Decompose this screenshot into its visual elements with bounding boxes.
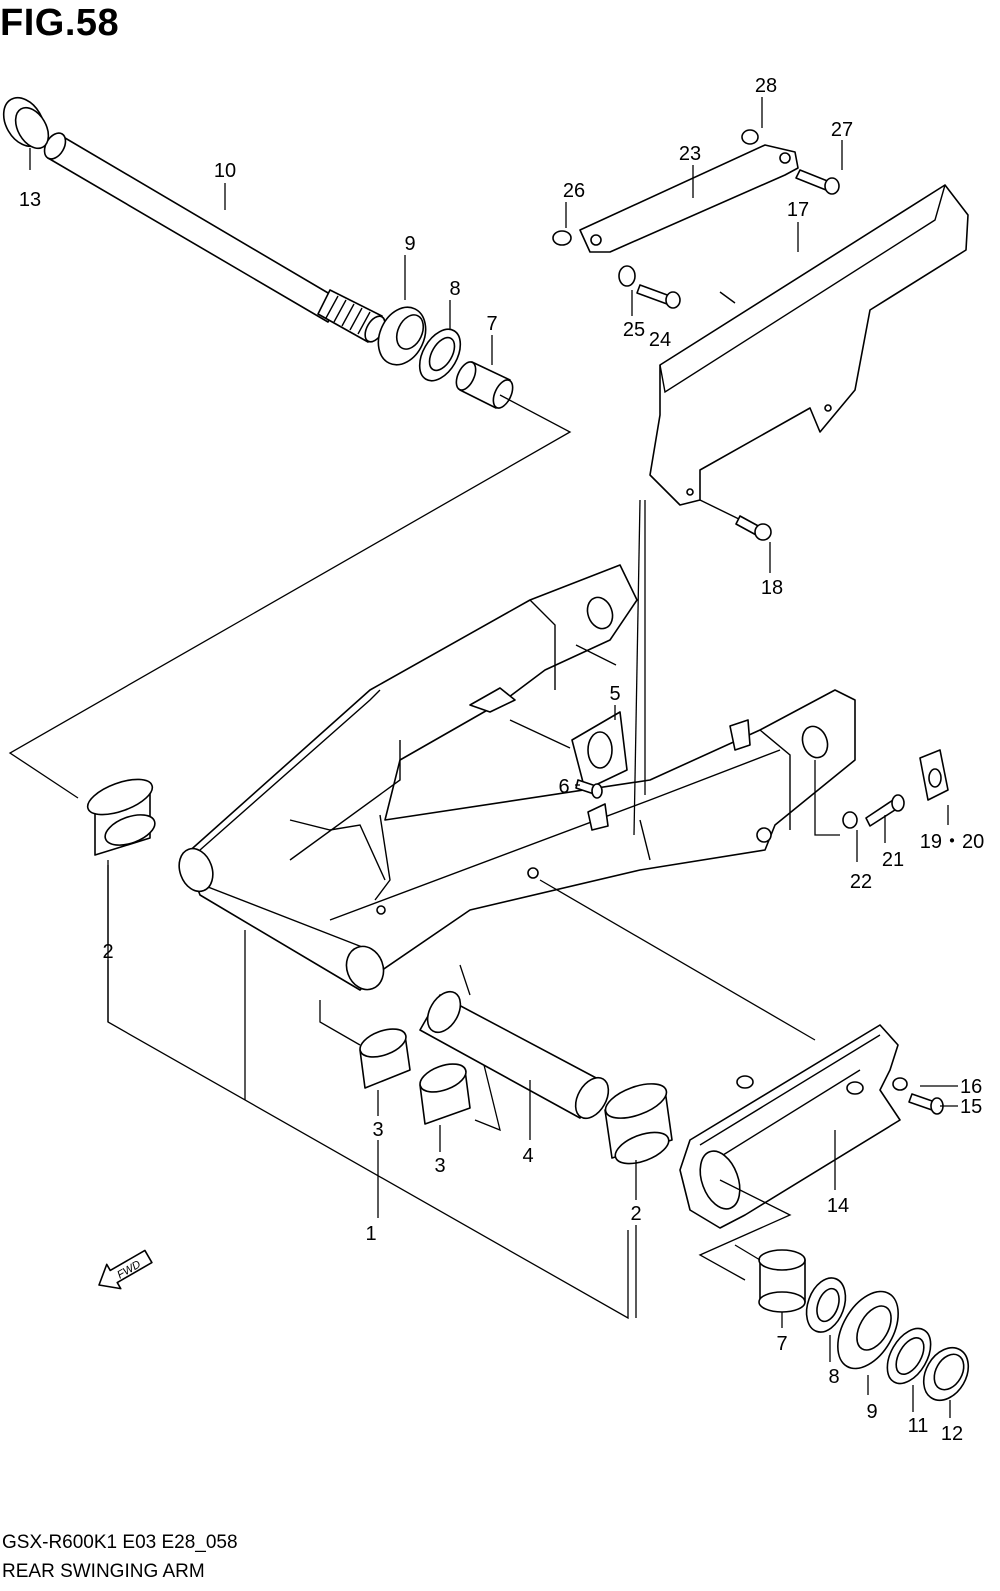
shaft-4	[419, 990, 610, 1120]
label-part-23: 23	[679, 143, 701, 165]
spacer-upper	[455, 361, 514, 409]
label-part-7: 7	[776, 1333, 787, 1355]
washer-11	[886, 1327, 932, 1385]
fwd-text: FWD	[115, 1258, 143, 1281]
plate-5	[571, 711, 628, 791]
label-part-8: 8	[828, 1366, 839, 1388]
spacer-lower	[758, 1249, 806, 1313]
chain-buffer	[679, 1024, 901, 1229]
label-part-17: 17	[787, 199, 809, 221]
label-part-3: 3	[372, 1119, 383, 1141]
label-part-5: 5	[609, 683, 620, 705]
diagram-footer: GSX-R600K1 E03 E28_058 REAR SWINGING ARM	[2, 1528, 238, 1586]
label-part-10: 10	[214, 160, 236, 182]
bolt-21	[865, 794, 905, 827]
nut-28	[741, 129, 759, 145]
label-part-15: 15	[960, 1096, 982, 1118]
label-part-28: 28	[755, 75, 777, 97]
washer-upper	[418, 328, 462, 382]
leader-lines	[29, 97, 958, 1418]
figure-title: FIG.58	[0, 2, 120, 44]
label-part-12: 12	[941, 1423, 963, 1445]
label-part-9: 9	[866, 1401, 877, 1423]
label-part-3: 3	[434, 1155, 445, 1177]
washer-25	[618, 265, 636, 287]
block-19-20	[919, 749, 949, 801]
pivot-shaft	[43, 132, 386, 343]
label-part-24: 24	[649, 329, 671, 351]
bushing-3-a	[359, 1028, 411, 1089]
washer-16	[892, 1077, 908, 1091]
swinging-arm	[178, 564, 856, 991]
chain-guard	[649, 184, 969, 506]
label-part-25: 25	[623, 319, 645, 341]
bushing-2-left	[86, 778, 156, 856]
nut-12	[922, 1346, 970, 1402]
nut-26	[552, 230, 572, 246]
label-part-1: 1	[365, 1223, 376, 1245]
diagram-caption: REAR SWINGING ARM	[2, 1561, 205, 1582]
part-labels: 1 2 2 3 3 4 5 6 7 7 8 8 9 9 10 11 12 13 …	[19, 75, 984, 1445]
label-part-26: 26	[563, 180, 585, 202]
label-part-18: 18	[761, 577, 783, 599]
fwd-arrow-icon: FWD	[98, 1249, 153, 1290]
label-part-27: 27	[831, 119, 853, 141]
bolt-18	[699, 499, 772, 541]
label-part-7: 7	[486, 313, 497, 335]
label-part-21: 21	[882, 849, 904, 871]
bushing-3-b	[419, 1063, 471, 1125]
shaft-nut	[2, 96, 50, 150]
bolt-15	[908, 1093, 944, 1115]
bolt-27	[795, 169, 840, 195]
label-part-6: 6	[558, 776, 569, 798]
label-part-4: 4	[522, 1145, 533, 1167]
label-part-22: 22	[850, 871, 872, 893]
label-part-8: 8	[449, 278, 460, 300]
label-part-16: 16	[960, 1076, 982, 1098]
label-part-13: 13	[19, 189, 41, 211]
label-part-14: 14	[827, 1195, 849, 1217]
model-code: GSX-R600K1 E03 E28_058	[2, 1532, 238, 1553]
link-arm	[579, 144, 799, 253]
washer-lower	[805, 1277, 847, 1333]
label-part-9: 9	[404, 233, 415, 255]
label-part-19-20: 19・20	[920, 831, 985, 853]
label-part-11: 11	[908, 1415, 929, 1437]
label-part-2: 2	[102, 941, 113, 963]
nut-22	[842, 811, 858, 829]
bearing-upper	[377, 306, 427, 366]
bearing-lower	[837, 1290, 899, 1370]
bolt-24	[636, 284, 681, 309]
label-part-2: 2	[630, 1203, 641, 1225]
bushing-2-right	[604, 1083, 673, 1165]
